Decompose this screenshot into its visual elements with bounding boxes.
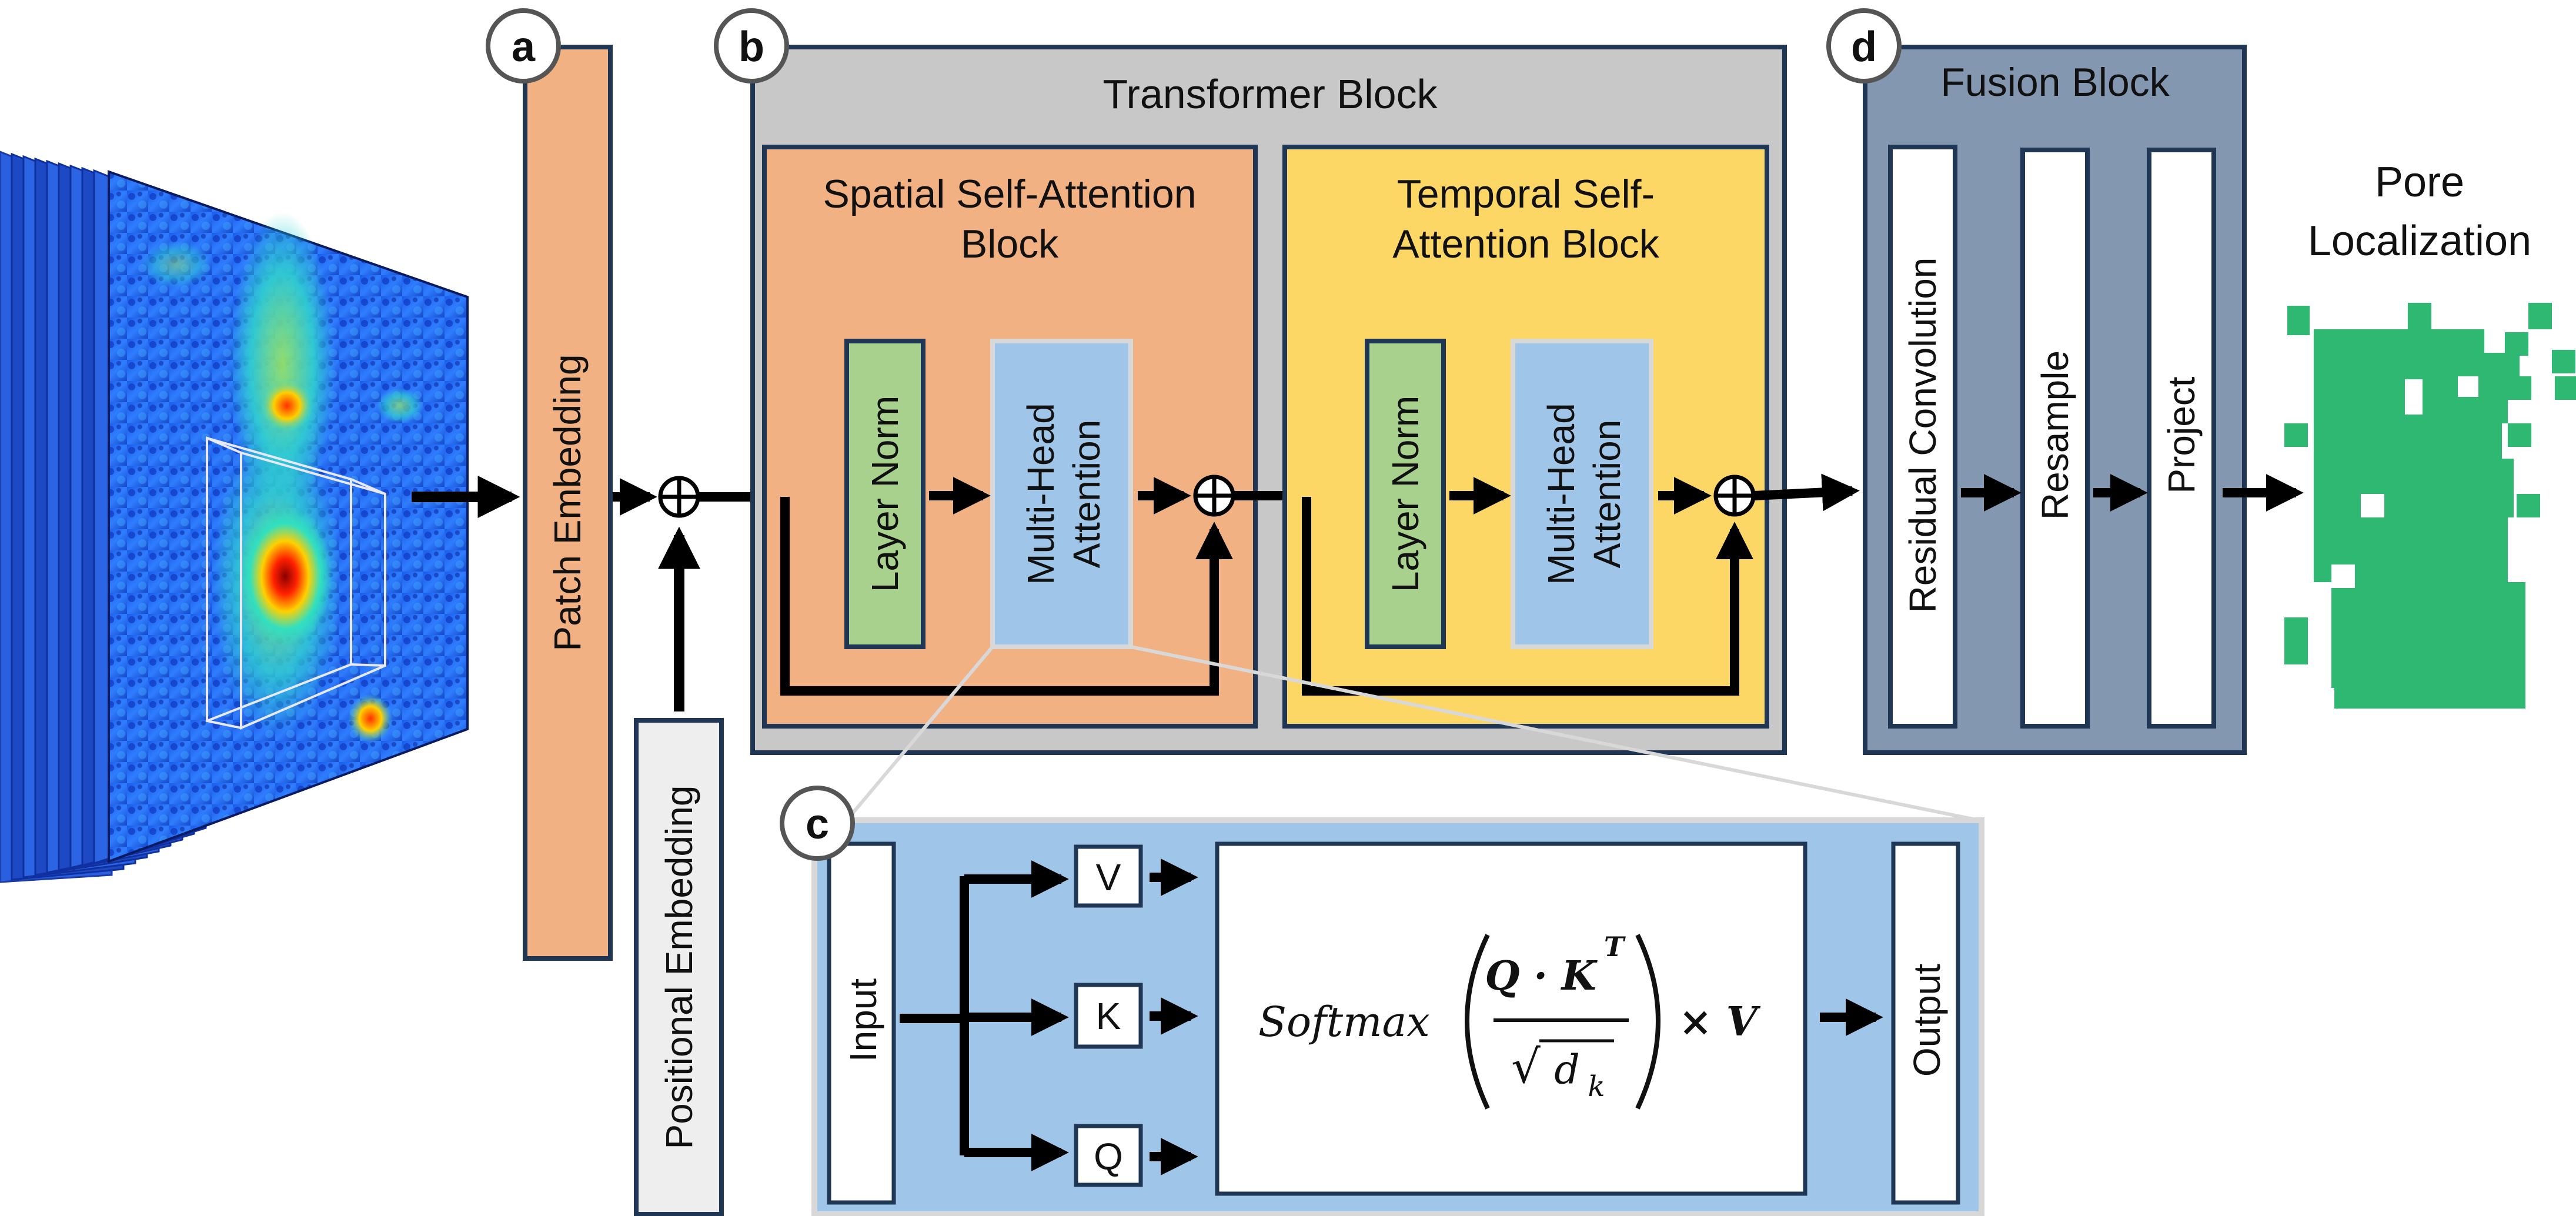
attention-input-box <box>827 841 896 1205</box>
attention-input-label: Input <box>842 978 884 1063</box>
formula-right-paren <box>1635 934 1660 1110</box>
temporal-mha-label-line2: Attention <box>1586 420 1628 569</box>
arrow-transformer-to-fusion <box>1753 473 1860 512</box>
fusion-block-title: Fusion Block <box>1940 60 2170 105</box>
badge-c-letter: c <box>806 801 829 848</box>
temporal-residual-add-node <box>1713 475 1756 517</box>
input-image-stack <box>0 151 469 883</box>
pore-localization-output: Pore Localization <box>2284 159 2576 709</box>
spatial-self-attention-block: Spatial Self-Attention Block Layer Norm … <box>762 145 1258 729</box>
qkv-to-formula-arrows <box>1150 858 1198 1175</box>
residual-convolution-label: Residual Convolution <box>1902 258 1944 613</box>
spatial-residual-add-node <box>1193 475 1235 517</box>
add-positional-embedding-node <box>658 476 700 518</box>
badge-b-letter: b <box>739 24 764 71</box>
formula-subscript-k: k <box>1588 1070 1605 1103</box>
temporal-layer-norm-label: Layer Norm <box>1384 396 1426 592</box>
pore-localization-title-line1: Pore <box>2375 159 2464 206</box>
spatial-block-title-line2: Block <box>961 222 1059 266</box>
spatial-mha-label-line1: Multi-Head <box>1020 403 1062 584</box>
temporal-self-attention-block: Temporal Self- Attention Block Layer Nor… <box>1282 145 1769 729</box>
temporal-mha-label-line1: Multi-Head <box>1540 403 1582 584</box>
project-box <box>2147 148 2216 729</box>
spatial-block-title-line1: Spatial Self-Attention <box>823 172 1196 216</box>
formula-times-v: × V <box>1679 998 1761 1045</box>
patch-embedding-label: Patch Embedding <box>546 354 589 651</box>
attention-detail-panel: Input V K Q Softmax Q · K T √ <box>811 817 1984 1216</box>
heatmap-frame <box>108 170 469 863</box>
pore-localization-title-line2: Localization <box>2308 218 2531 265</box>
transformer-block-title: Transformer Block <box>1102 71 1438 117</box>
positional-embedding-block: Positional Embedding <box>634 718 724 1216</box>
patch-cube-outline <box>206 436 386 730</box>
attention-output-label: Output <box>1906 964 1948 1077</box>
badge-a-letter: a <box>512 24 536 71</box>
formula-d: d <box>1554 1047 1580 1094</box>
key-box <box>1074 983 1143 1049</box>
badge-d-letter: d <box>1851 24 1877 71</box>
pore-mask-gaps <box>2331 376 2478 588</box>
formula-softmax: Softmax <box>1258 998 1430 1046</box>
query-label: Q <box>1094 1135 1123 1178</box>
query-box <box>1074 1124 1143 1187</box>
resample-label: Resample <box>2034 350 2076 520</box>
attention-branch-arrows <box>900 860 1069 1171</box>
temporal-block-title-line2: Attention Block <box>1392 222 1660 266</box>
fusion-block: Fusion Block Residual Convolution Resamp… <box>1863 45 2247 755</box>
resample-box <box>2020 148 2090 729</box>
badge-b: b <box>714 8 789 83</box>
attention-formula: Softmax Q · K T √ d k × V <box>1258 931 1761 1110</box>
badge-a: a <box>486 8 561 83</box>
badge-c: c <box>780 786 855 861</box>
formula-transpose: T <box>1604 931 1626 963</box>
spatial-skip-connection <box>780 497 1233 696</box>
temporal-mha-box <box>1511 339 1653 649</box>
transformer-block: Transformer Block Spatial Self-Attention… <box>750 45 1787 755</box>
spatial-layer-norm-label: Layer Norm <box>864 396 906 592</box>
residual-convolution-box <box>1888 145 1957 729</box>
spatial-layer-norm-box <box>844 339 926 649</box>
spatial-mha-label-line2: Attention <box>1065 420 1108 569</box>
formula-sqrt: √ <box>1511 1041 1541 1094</box>
badge-d: d <box>1826 8 1902 83</box>
project-label: Project <box>2160 376 2203 493</box>
zoom-guide-lines <box>845 645 1979 822</box>
formula-left-paren <box>1465 934 1490 1110</box>
positional-embedding-label: Positional Embedding <box>658 785 700 1149</box>
spatial-mha-box <box>990 339 1133 649</box>
temporal-skip-connection <box>1302 497 1753 696</box>
value-label: V <box>1096 856 1121 898</box>
formula-numerator: Q · K <box>1485 953 1598 1000</box>
temporal-layer-norm-box <box>1365 339 1446 649</box>
pore-mask-pixels <box>2284 303 2576 709</box>
patch-embedding-block: Patch Embedding <box>523 45 613 961</box>
value-box <box>1074 844 1143 908</box>
key-label: K <box>1096 995 1121 1037</box>
temporal-block-title-line1: Temporal Self- <box>1397 172 1655 216</box>
attention-output-box <box>1891 841 1960 1205</box>
